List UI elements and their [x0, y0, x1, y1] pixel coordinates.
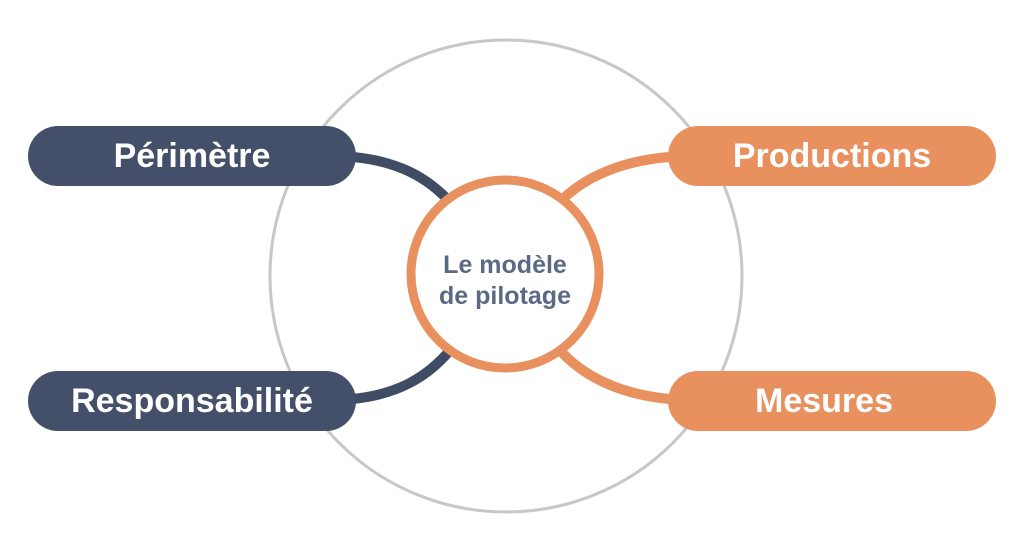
node-productions[interactable]: Productions [668, 126, 996, 186]
center-label-line1: Le modèle [443, 251, 567, 279]
node-responsabilite-pill[interactable] [28, 371, 356, 431]
node-mesures-label: Mesures [755, 382, 893, 420]
node-responsabilite-label: Responsabilité [71, 382, 313, 420]
node-perimetre-label: Périmètre [114, 137, 271, 175]
center-label-line2: de pilotage [439, 282, 571, 310]
node-perimetre[interactable]: Périmètre [28, 126, 356, 186]
node-mesures[interactable]: Mesures [668, 371, 996, 431]
node-productions-label: Productions [733, 137, 931, 175]
node-responsabilite[interactable]: Responsabilité [28, 371, 356, 431]
node-mesures-pill[interactable] [668, 371, 996, 431]
node-perimetre-pill[interactable] [28, 126, 356, 186]
center-ring [406, 175, 604, 373]
node-productions-pill[interactable] [668, 126, 996, 186]
outer-ring [268, 38, 744, 514]
